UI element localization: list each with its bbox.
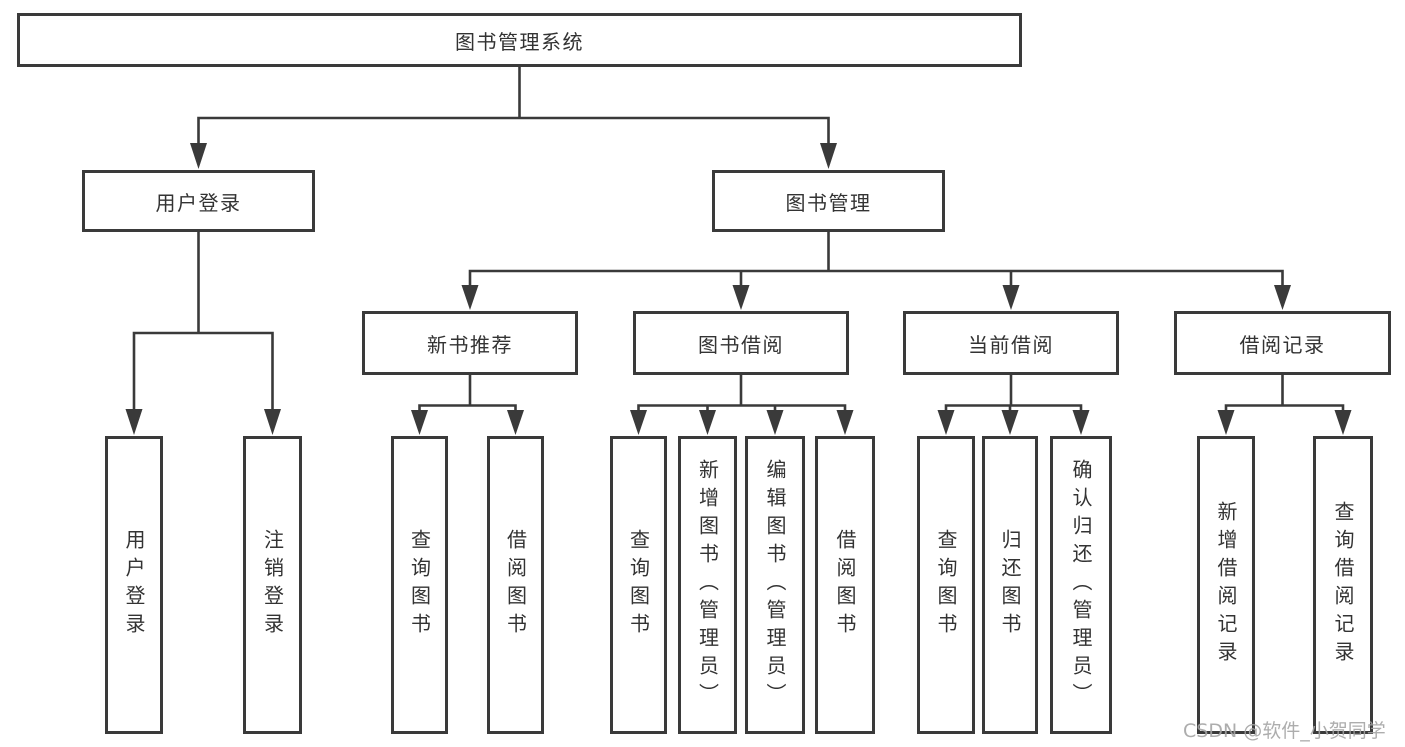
arrow-down-icon — [507, 410, 524, 435]
arrow-down-icon — [411, 410, 428, 435]
leaf-return-book: 归还图书 — [982, 436, 1038, 734]
connector-group-borrow-records — [1217, 375, 1352, 435]
arrow-down-icon — [630, 410, 647, 435]
leaf-confirm-return-admin: 确认归还（管理员） — [1050, 436, 1112, 734]
node-new-book-recommend: 新书推荐 — [362, 311, 578, 375]
arrow-down-icon — [937, 410, 955, 435]
leaf-borrow-books-borrow: 借阅图书 — [815, 436, 875, 734]
arrow-down-icon — [836, 410, 854, 435]
watermark: CSDN @软件_小贺同学 — [1183, 720, 1386, 742]
node-current-borrow: 当前借阅 — [903, 311, 1119, 375]
node-root-label: 图书管理系统 — [455, 29, 584, 54]
arrow-down-icon — [190, 143, 207, 169]
connector-group-new-book — [411, 375, 524, 435]
leaf-query-borrow-record: 查询借阅记录 — [1313, 436, 1373, 734]
node-book-management-label: 图书管理 — [785, 190, 872, 215]
leaf-logout-login: 注销登录 — [243, 436, 302, 734]
node-user-login: 用户登录 — [82, 170, 315, 232]
node-borrow-records: 借阅记录 — [1174, 311, 1391, 375]
arrow-down-icon — [1072, 410, 1090, 435]
node-root: 图书管理系统 — [17, 13, 1022, 67]
leaf-user-login: 用户登录 — [105, 436, 163, 734]
connector-group-book-management — [461, 232, 1291, 310]
connector-group-user-login — [125, 232, 281, 435]
leaf-borrow-books-recommend: 借阅图书 — [487, 436, 544, 734]
node-current-borrow-label: 当前借阅 — [968, 332, 1054, 357]
node-user-login-label: 用户登录 — [155, 190, 242, 215]
leaf-query-books-recommend: 查询图书 — [391, 436, 448, 734]
connector-group-current-borrow — [937, 375, 1090, 435]
leaf-edit-book-admin: 编辑图书（管理员） — [745, 436, 805, 734]
arrow-down-icon — [1001, 410, 1019, 435]
arrow-down-icon — [1274, 285, 1291, 310]
leaf-add-borrow-record: 新增借阅记录 — [1197, 436, 1255, 734]
leaf-add-book-admin: 新增图书（管理员） — [678, 436, 737, 734]
arrow-down-icon — [766, 410, 784, 435]
arrow-down-icon — [732, 285, 750, 310]
arrow-down-icon — [461, 285, 479, 310]
arrow-down-icon — [125, 409, 143, 435]
node-book-borrow: 图书借阅 — [633, 311, 849, 375]
arrow-down-icon — [820, 143, 837, 169]
arrow-down-icon — [1002, 285, 1020, 310]
node-book-borrow-label: 图书借阅 — [698, 332, 784, 357]
connector-group-root — [190, 67, 837, 169]
node-new-book-recommend-label: 新书推荐 — [427, 332, 513, 357]
leaf-query-books-borrow: 查询图书 — [610, 436, 667, 734]
arrow-down-icon — [1334, 410, 1352, 435]
node-borrow-records-label: 借阅记录 — [1239, 332, 1326, 357]
arrow-down-icon — [264, 409, 281, 435]
node-book-management: 图书管理 — [712, 170, 945, 232]
connector-group-book-borrow — [630, 375, 854, 435]
leaf-query-books-current: 查询图书 — [917, 436, 975, 734]
arrow-down-icon — [1217, 410, 1235, 435]
arrow-down-icon — [699, 410, 716, 435]
